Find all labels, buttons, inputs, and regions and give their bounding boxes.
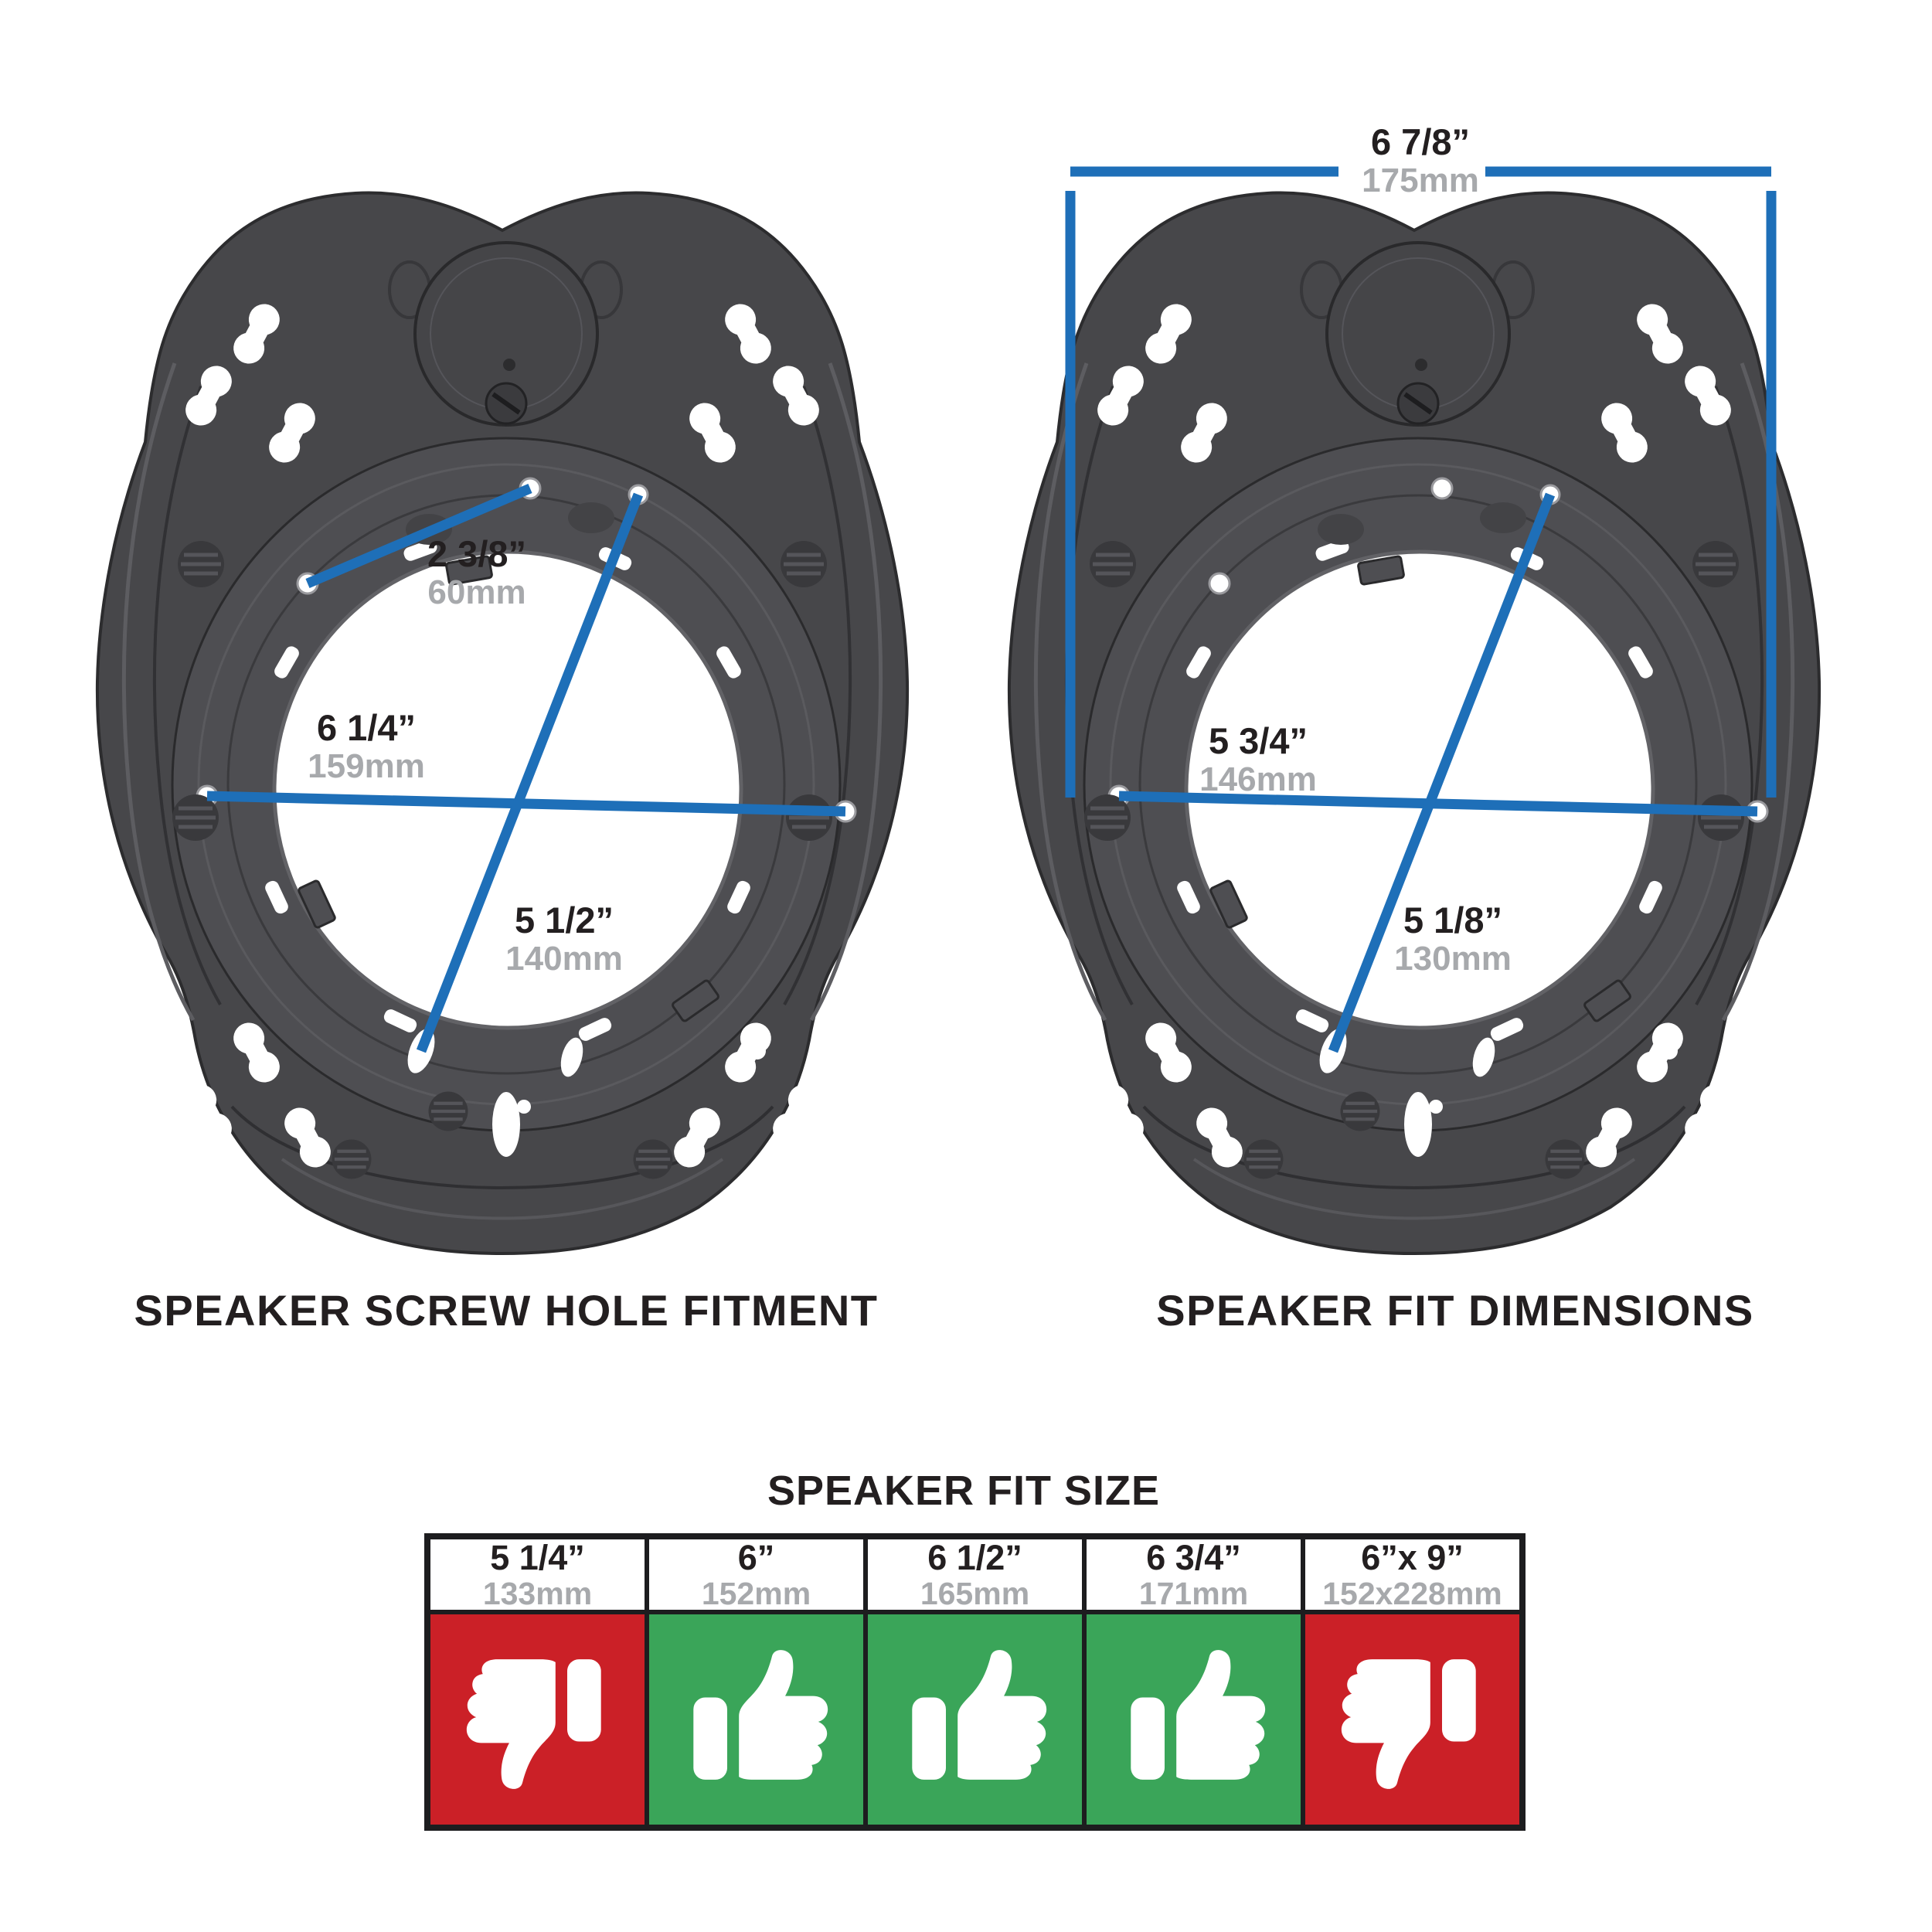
fit-size-label: 6” bbox=[737, 1537, 775, 1577]
fit-size-label: 5 1/4” bbox=[490, 1537, 585, 1577]
fit-size-label: 6 1/2” bbox=[927, 1537, 1022, 1577]
caption-screw-hole-fitment: SPEAKER SCREW HOLE FITMENT bbox=[134, 1286, 879, 1335]
fit-column-header: 6” 152mm bbox=[649, 1539, 863, 1614]
fit-result-yes bbox=[1087, 1614, 1301, 1825]
fit-mm-label: 133mm bbox=[482, 1575, 593, 1611]
dim-screw-diagonal: 5 1/2” 140mm bbox=[505, 901, 623, 978]
thumbs-up-icon bbox=[1130, 1650, 1265, 1780]
dim-inches: 2 3/8” bbox=[427, 533, 527, 574]
fit-mm-label: 165mm bbox=[920, 1575, 1030, 1611]
dim-mm: 146mm bbox=[1199, 760, 1317, 798]
fit-column: 6” 152mm bbox=[645, 1539, 863, 1825]
dim-screw-spacing: 2 3/8” 60mm bbox=[427, 533, 527, 612]
dim-fit-diagonal: 5 1/8” 130mm bbox=[1394, 901, 1512, 978]
fit-mm-label: 171mm bbox=[1138, 1575, 1249, 1611]
bracket-left bbox=[97, 192, 907, 1253]
dim-mm: 130mm bbox=[1394, 940, 1512, 978]
dimension-lines-right bbox=[1065, 166, 1777, 1053]
fit-result-no bbox=[1305, 1614, 1519, 1825]
dim-overall-width: 6 7/8” 175mm bbox=[1362, 121, 1479, 200]
dim-mm: 159mm bbox=[308, 747, 425, 785]
fit-column-header: 6”x 9” 152x228mm bbox=[1305, 1539, 1519, 1614]
dimension-lines-left bbox=[206, 484, 846, 1053]
fit-table-title: SPEAKER FIT SIZE bbox=[767, 1468, 1161, 1514]
fit-mm-label: 152mm bbox=[701, 1575, 811, 1611]
dim-inches: 6 1/4” bbox=[316, 707, 417, 748]
fit-column-header: 6 3/4” 171mm bbox=[1087, 1539, 1301, 1614]
fit-result-no bbox=[430, 1614, 645, 1825]
bracket-right bbox=[1009, 192, 1819, 1253]
fit-column: 5 1/4” 133mm bbox=[430, 1539, 645, 1825]
caption-fit-dimensions: SPEAKER FIT DIMENSIONS bbox=[1156, 1286, 1754, 1335]
speaker-fit-table: 5 1/4” 133mm 6” 152mm 6 1/2” bbox=[424, 1533, 1526, 1831]
thumbs-up-icon bbox=[911, 1650, 1046, 1780]
thumbs-down-icon bbox=[1341, 1659, 1476, 1789]
dim-fit-width: 5 3/4” 146mm bbox=[1199, 720, 1317, 799]
dim-inches: 5 3/4” bbox=[1208, 720, 1308, 761]
fit-column: 6 1/2” 165mm bbox=[863, 1539, 1082, 1825]
dim-inches: 5 1/8” bbox=[1403, 900, 1503, 940]
dim-mm: 60mm bbox=[427, 573, 526, 611]
fit-size-label: 6”x 9” bbox=[1361, 1537, 1464, 1577]
dim-screw-width: 6 1/4” 159mm bbox=[308, 707, 425, 786]
fit-column: 6”x 9” 152x228mm bbox=[1301, 1539, 1519, 1825]
dim-inches: 6 7/8” bbox=[1370, 121, 1471, 162]
thumbs-up-icon bbox=[692, 1650, 828, 1780]
fit-column-header: 5 1/4” 133mm bbox=[430, 1539, 645, 1614]
dim-mm: 140mm bbox=[505, 940, 623, 978]
dim-inches: 5 1/2” bbox=[514, 900, 614, 940]
fit-column: 6 3/4” 171mm bbox=[1082, 1539, 1301, 1825]
fit-result-yes bbox=[649, 1614, 863, 1825]
fit-result-yes bbox=[868, 1614, 1082, 1825]
fit-size-label: 6 3/4” bbox=[1146, 1537, 1241, 1577]
fit-mm-label: 152x228mm bbox=[1322, 1575, 1502, 1611]
dim-mm: 175mm bbox=[1362, 162, 1479, 199]
thumbs-down-icon bbox=[466, 1659, 601, 1789]
fit-column-header: 6 1/2” 165mm bbox=[868, 1539, 1082, 1614]
